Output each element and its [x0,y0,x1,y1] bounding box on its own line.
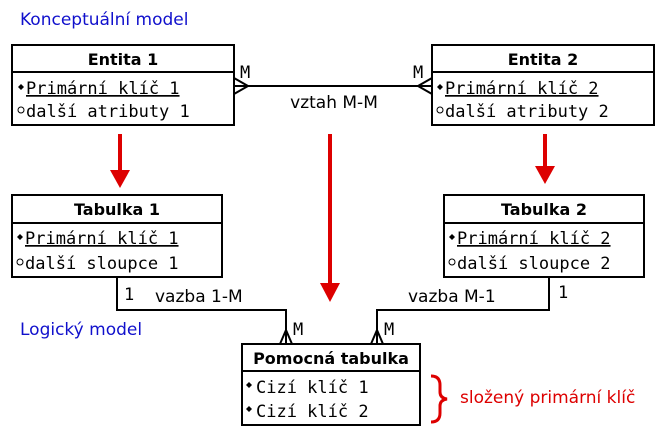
table-1-primary-key: Primární klíč 1 [25,229,179,249]
junction-foreign-key-1: Cizí klíč 1 [256,378,369,398]
entity-1-box: Entita 1 Primární klíč 1 další atributy … [11,44,235,126]
entity-1-title: Entita 1 [88,50,159,69]
junction-foreign-key-2: Cizí klíč 2 [256,402,369,422]
logical-model-heading: Logický model [20,320,142,340]
key-bullet-icon [246,382,252,388]
transformation-arrows [110,134,555,302]
crows-foot-icon [279,327,293,345]
mm-left-cardinality: M [240,63,250,83]
mm-right-cardinality: M [413,63,423,83]
left-one-cardinality: 1 [124,285,134,305]
key-bullet-icon [449,234,455,240]
entity-1-primary-key: Primární klíč 1 [26,79,180,99]
composite-key-label: složený primární klíč [460,388,635,408]
attribute-bullet-icon [17,106,25,114]
many-to-one-relationship: 1 vazba M-1 M [370,277,568,345]
many-to-many-relationship: M M vztah M-M [233,63,433,113]
attribute-bullet-icon [16,258,24,266]
conceptual-model-heading: Konceptuální model [20,10,189,30]
table-1-box: Tabulka 1 Primární klíč 1 další sloupce … [11,194,223,278]
crows-foot-icon [417,77,433,87]
one-to-many-label: vazba 1-M [155,287,243,307]
many-to-one-label: vazba M-1 [408,287,496,307]
mm-relationship-label: vztah M-M [290,93,378,113]
attribute-bullet-icon [448,258,456,266]
crows-foot-icon [233,77,249,87]
junction-table-title: Pomocná tabulka [253,349,409,368]
table-1-columns: další sloupce 1 [25,254,179,274]
right-many-cardinality: M [384,320,394,340]
entity-2-title: Entita 2 [508,50,579,69]
entity-2-attributes: další atributy 2 [445,102,609,122]
left-many-cardinality: M [293,320,303,340]
attribute-bullet-icon [436,106,444,114]
table-2-primary-key: Primární klíč 2 [457,229,611,249]
table-2-title: Tabulka 2 [501,200,587,219]
entity-1-attributes: další atributy 1 [26,102,190,122]
table-2-box: Tabulka 2 Primární klíč 2 další sloupce … [443,194,645,278]
key-bullet-icon [437,84,443,90]
key-bullet-icon [18,84,24,90]
right-one-cardinality: 1 [558,283,568,303]
composite-key-brace [430,374,448,424]
entity-2-box: Entita 2 Primární klíč 2 další atributy … [431,44,655,126]
one-to-many-relationship: 1 vazba 1-M M [116,277,303,345]
table-2-columns: další sloupce 2 [457,254,611,274]
junction-table-box: Pomocná tabulka Cizí klíč 1 Cizí klíč 2 [241,343,421,426]
table-1-title: Tabulka 1 [74,200,160,219]
key-bullet-icon [246,406,252,412]
entity-2-primary-key: Primární klíč 2 [445,79,599,99]
crows-foot-icon [370,327,384,345]
key-bullet-icon [17,234,23,240]
